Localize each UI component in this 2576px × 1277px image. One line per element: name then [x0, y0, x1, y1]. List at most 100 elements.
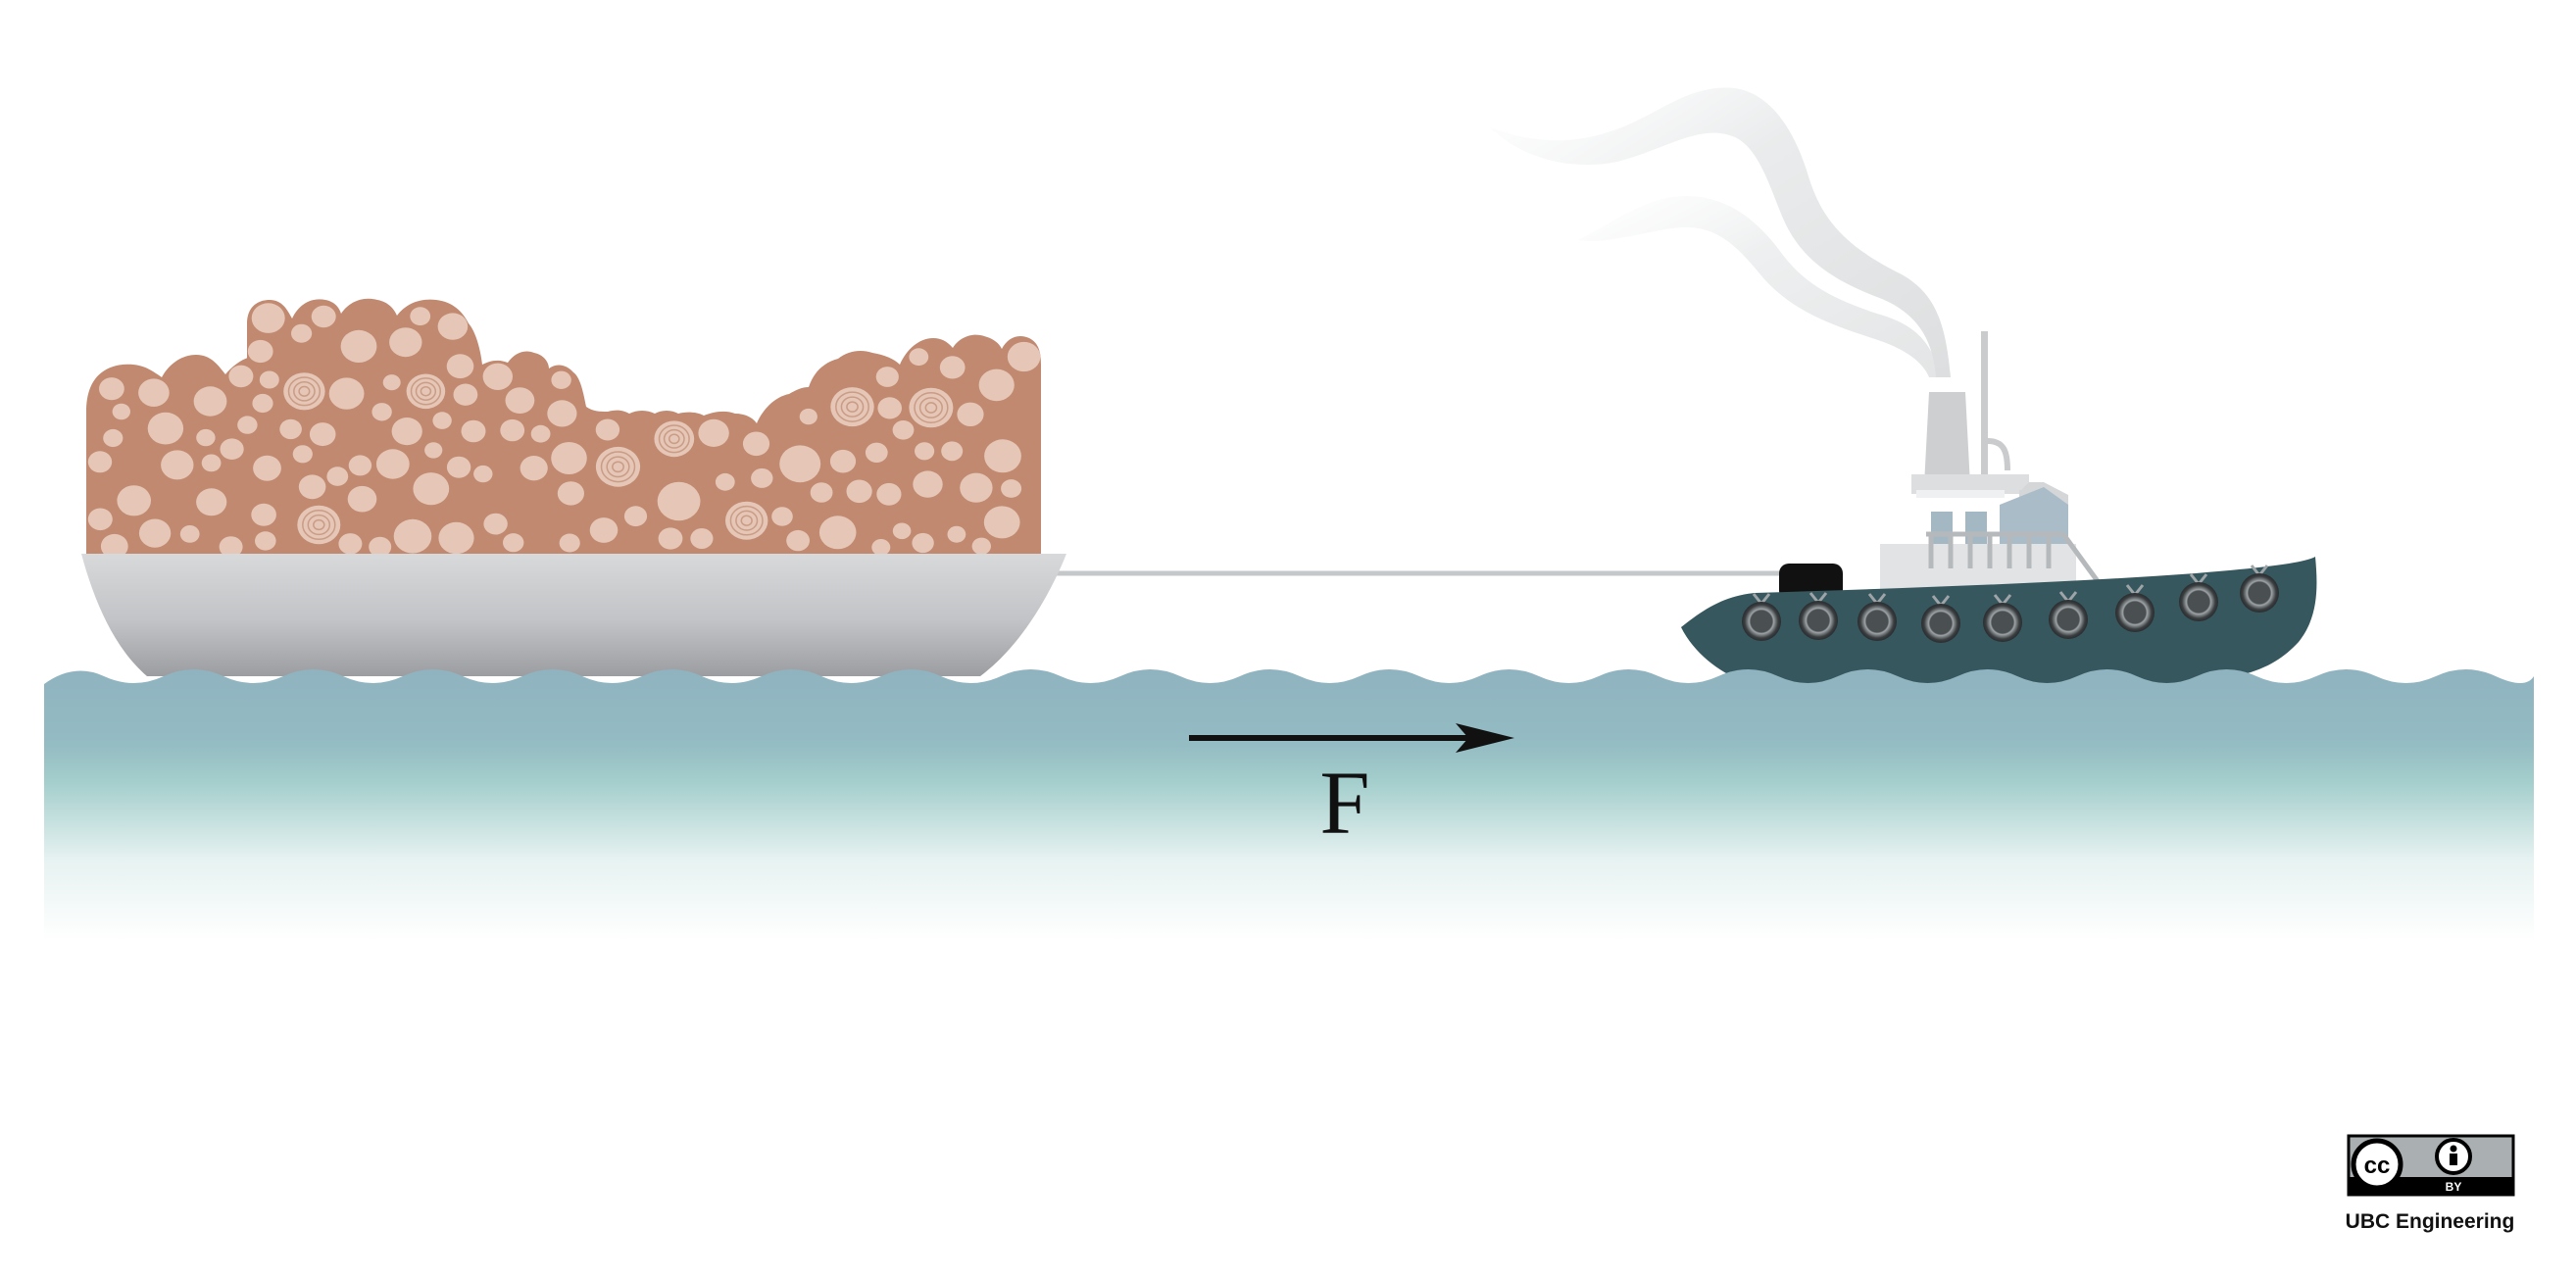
log-end	[623, 506, 648, 527]
log-end	[375, 449, 410, 479]
log-end	[960, 472, 993, 503]
log-end	[453, 383, 478, 406]
log-end	[530, 424, 551, 443]
log-ring	[924, 402, 938, 414]
log-ring	[846, 401, 859, 413]
credit-text: UBC Engineering	[2346, 1210, 2515, 1233]
log-end	[406, 373, 446, 410]
log-end	[347, 485, 377, 513]
log-end	[410, 307, 431, 326]
log-end	[311, 305, 336, 328]
log-ring	[293, 380, 316, 402]
log-end	[382, 374, 401, 391]
log-ring	[302, 509, 336, 541]
log-end	[179, 525, 200, 543]
log-ends	[87, 303, 1041, 559]
log-end	[196, 488, 227, 516]
log-end	[483, 513, 508, 535]
log-end	[253, 455, 281, 481]
log-end	[1007, 341, 1041, 372]
log-end	[595, 446, 641, 487]
log-ring	[287, 376, 322, 407]
log-end	[338, 533, 363, 555]
log-ring	[740, 515, 753, 526]
log-ring	[606, 456, 630, 478]
log-end	[865, 442, 888, 463]
log-barge	[81, 298, 1066, 676]
log-end	[482, 363, 513, 390]
log-end	[595, 418, 620, 441]
log-end	[389, 327, 422, 358]
log-end	[505, 387, 535, 414]
log-end	[698, 418, 729, 447]
log-end	[201, 454, 222, 472]
log-end	[751, 467, 773, 488]
log-end	[690, 528, 714, 549]
log-ring	[668, 433, 680, 445]
log-end	[771, 507, 793, 526]
log-end	[461, 419, 486, 443]
log-end	[432, 412, 452, 429]
tire-fender	[1858, 602, 1897, 641]
log-end	[292, 445, 313, 464]
log-ring	[415, 381, 437, 401]
tire-fender	[1921, 604, 1960, 643]
log-end	[138, 378, 170, 408]
log-end	[559, 533, 580, 553]
log-end	[557, 481, 585, 506]
log-end	[391, 417, 422, 446]
log-end	[500, 418, 525, 442]
log-end	[252, 393, 273, 414]
tire-fender	[2049, 600, 2088, 639]
log-end	[251, 503, 276, 526]
log-end	[658, 527, 683, 550]
log-end	[978, 368, 1015, 402]
barge-hull	[81, 554, 1066, 676]
log-end	[438, 521, 474, 555]
log-end	[112, 403, 130, 420]
log-ring	[735, 510, 759, 531]
log-ring	[835, 391, 869, 422]
log-end	[87, 508, 113, 531]
log-end	[971, 537, 991, 555]
tugboat-window	[1931, 512, 1953, 546]
log-end	[547, 400, 577, 427]
log-end	[328, 377, 365, 410]
log-ring	[663, 428, 685, 449]
log-ring	[918, 397, 943, 418]
log-end	[283, 372, 325, 411]
log-end	[309, 422, 336, 447]
log-end	[846, 479, 872, 504]
log-end	[220, 438, 244, 461]
log-end	[657, 481, 701, 521]
log-end	[957, 402, 984, 426]
log-end	[909, 348, 929, 367]
log-end	[892, 420, 915, 440]
log-end	[983, 506, 1020, 539]
tire-fender	[1742, 602, 1781, 641]
log-end	[984, 439, 1021, 473]
force-arrow	[1189, 723, 1514, 753]
log-ring	[729, 505, 764, 536]
log-end	[100, 533, 128, 559]
log-end	[875, 367, 899, 387]
log-end	[551, 442, 587, 474]
log-end	[279, 418, 302, 440]
log-end	[228, 365, 254, 388]
tugboat	[1681, 331, 2317, 686]
log-end	[520, 456, 548, 481]
log-end	[779, 445, 821, 483]
log-end	[913, 470, 943, 498]
log-end	[799, 408, 817, 425]
log-end	[446, 456, 471, 478]
log-end	[99, 377, 124, 401]
tugboat-funnel	[1924, 392, 1970, 485]
log-end	[818, 516, 857, 550]
cc-by-license-icon: cc BY	[2347, 1134, 2515, 1197]
tire-fender	[1799, 601, 1838, 640]
log-end	[413, 472, 450, 506]
log-end	[915, 442, 935, 461]
water	[44, 669, 2534, 941]
log-end	[193, 386, 227, 417]
